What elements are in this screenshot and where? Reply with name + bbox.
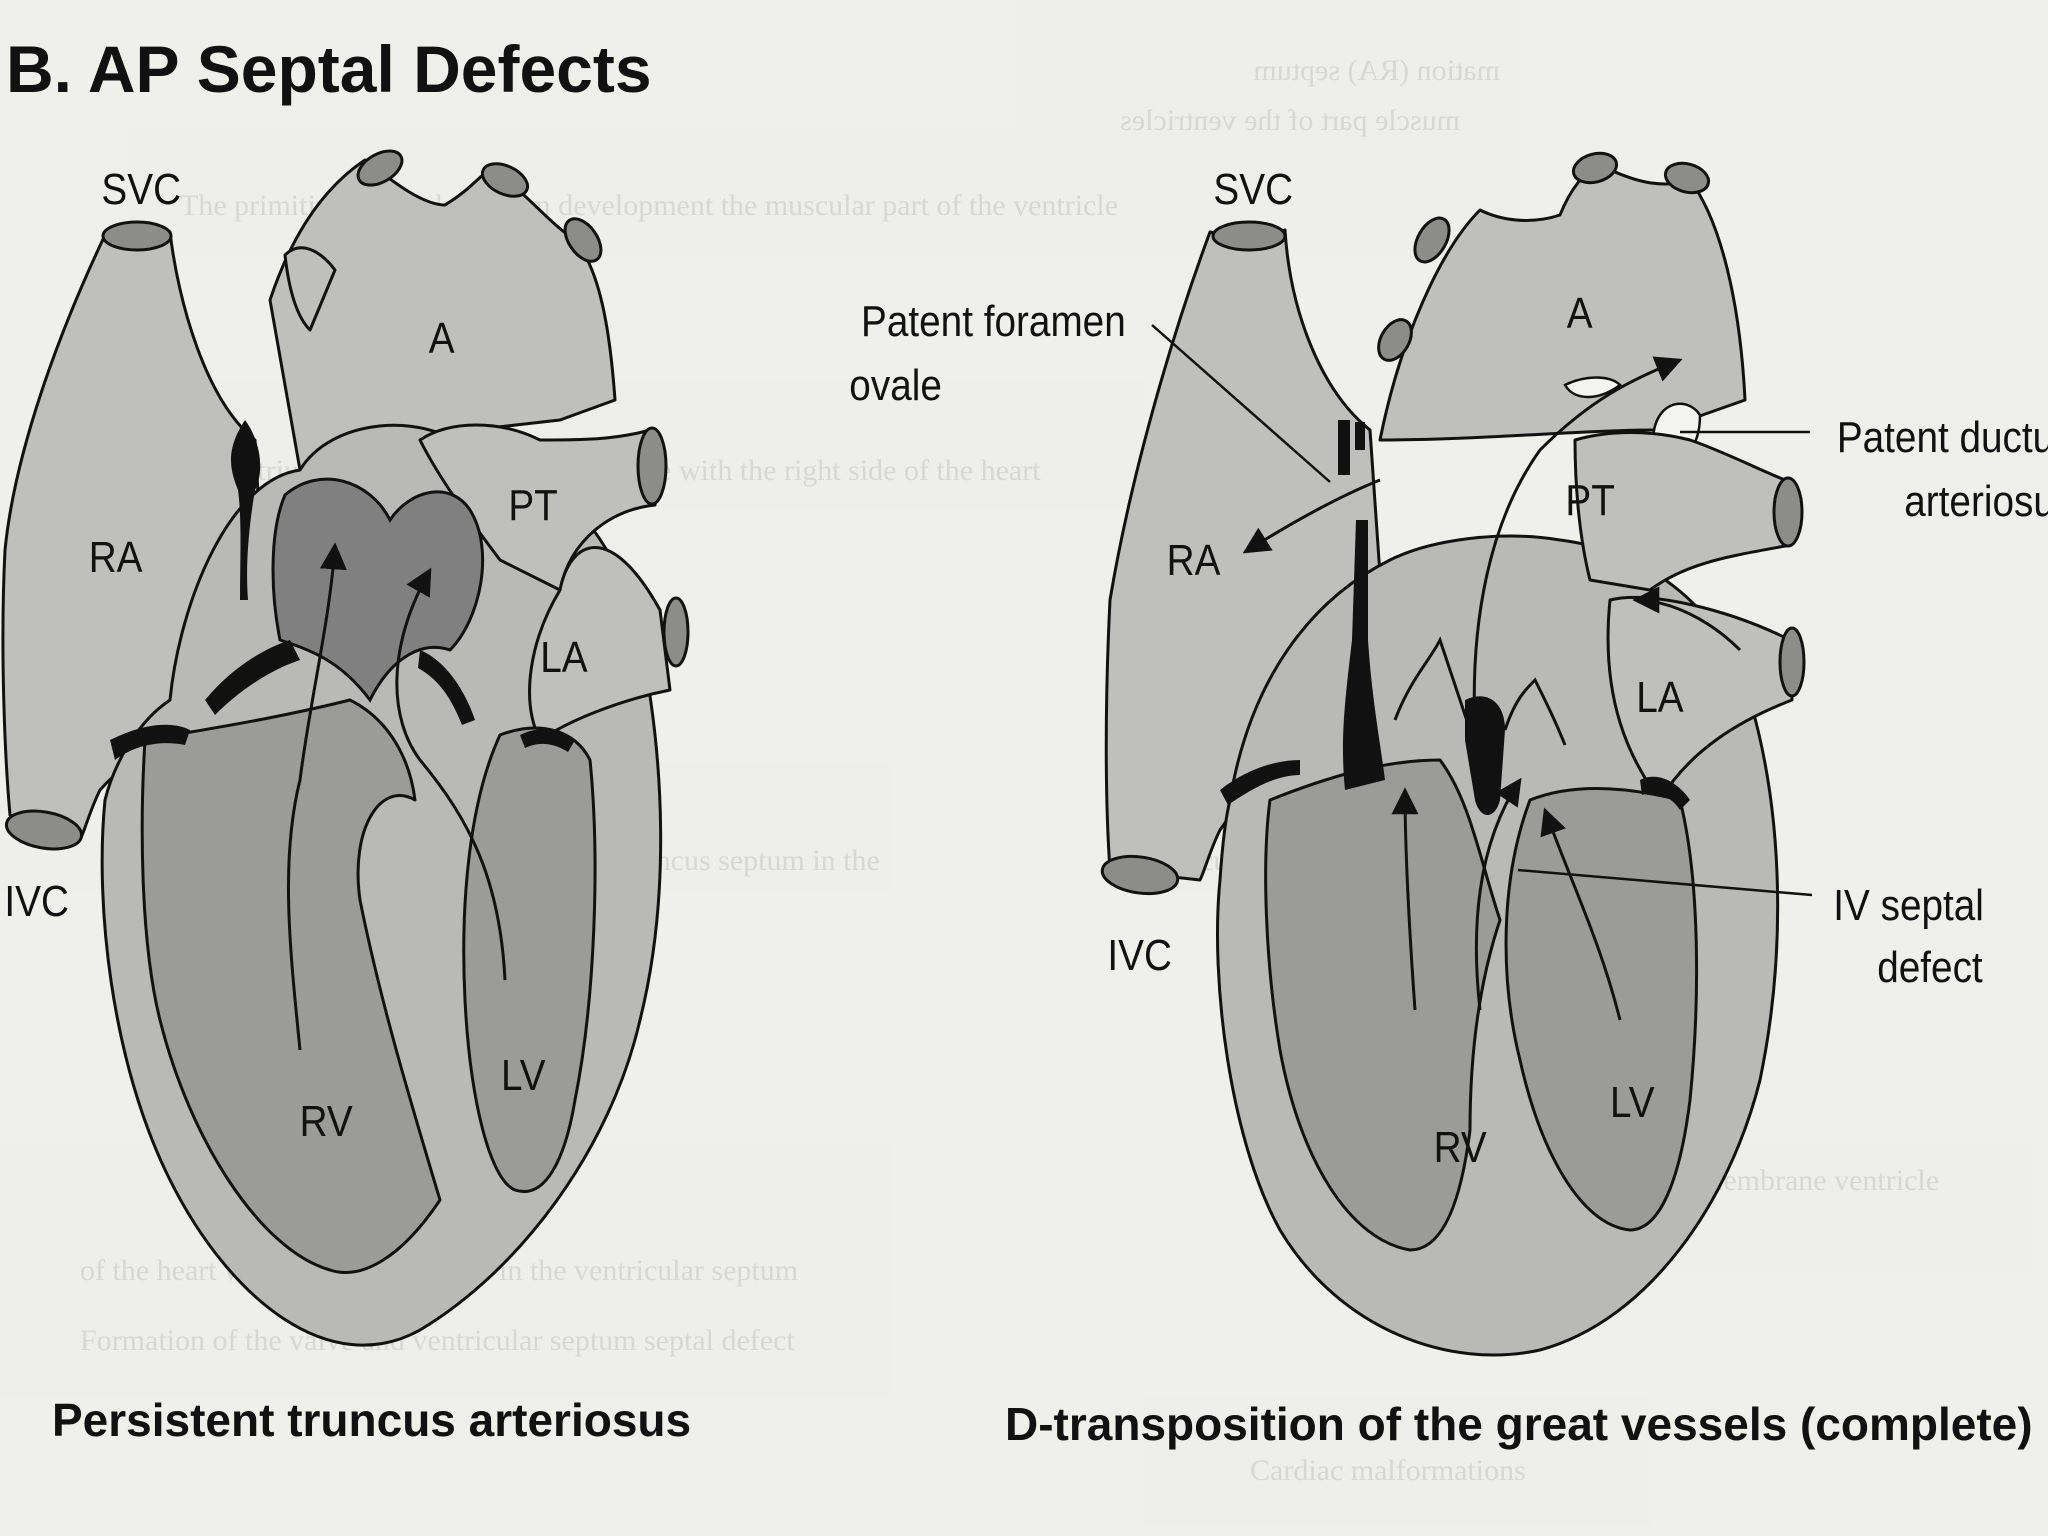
atrial-septum-upper-2 xyxy=(1355,422,1365,450)
ivc-opening xyxy=(4,809,84,851)
label-svc-left: SVC xyxy=(101,164,181,214)
aorta-branch-4 xyxy=(1377,318,1413,362)
annotation-foramen-line2: ovale xyxy=(849,360,942,410)
label-ra-right: RA xyxy=(1167,535,1221,585)
valve-shadow-r2 xyxy=(1640,776,1690,810)
pt-opening xyxy=(636,426,668,506)
leader-foramen xyxy=(1151,324,1331,483)
label-ra-left: RA xyxy=(89,532,143,582)
flow-arrow-ra-2 xyxy=(1242,478,1381,554)
arch-branch-2 xyxy=(480,162,530,198)
annotation-ductus-line2: arteriosu xyxy=(1904,476,2048,526)
caption-right: D-transposition of the great vessels (co… xyxy=(1005,1398,2033,1450)
flow-arrow-aorta-2 xyxy=(1472,356,1683,731)
label-la-right: LA xyxy=(1636,672,1684,722)
valve-shadow-4 xyxy=(520,728,575,752)
valve-leaflet-2 xyxy=(1503,677,1567,746)
label-rv-right: RV xyxy=(1434,1122,1487,1172)
left-atrium xyxy=(528,546,672,742)
valve-shadow-1 xyxy=(205,640,300,715)
flow-arrow-septal-2 xyxy=(1474,777,1522,1011)
label-lv-right: LV xyxy=(1610,1077,1655,1127)
valve-leaflet-1 xyxy=(1393,636,1472,731)
figure-d-transposition: SVC A PT RA LA IVC LV RV Patent foramen … xyxy=(849,151,2048,1450)
flow-arrow-la-2 xyxy=(1632,586,1742,652)
label-lv-left: LV xyxy=(501,1050,546,1100)
label-a-left: A xyxy=(429,313,455,363)
svg-text:Formation of the valve and ven: Formation of the valve and ventricular s… xyxy=(80,1324,795,1357)
septal-wall-accent xyxy=(230,420,261,600)
svc-opening-2 xyxy=(1211,220,1287,252)
label-pt-left: PT xyxy=(508,480,557,530)
svc-opening xyxy=(101,220,173,252)
atrial-septum-upper xyxy=(1338,420,1350,475)
label-ivc-left: IVC xyxy=(4,876,69,926)
ductus-gap xyxy=(1563,376,1622,399)
label-rv-left: RV xyxy=(300,1096,353,1146)
page-title: B. AP Septal Defects xyxy=(6,32,652,106)
aorta-branch-1 xyxy=(1571,151,1619,185)
flow-arrow-lv-2 xyxy=(1540,807,1622,1021)
aorta-branch-3 xyxy=(1413,216,1451,264)
leader-septal xyxy=(1517,868,1813,897)
label-la-left: LA xyxy=(540,632,588,682)
figure-truncus-arteriosus: SVC A PT RA LA IVC LV RV Persistent trun… xyxy=(1,149,691,1446)
valve-shadow-r1 xyxy=(1220,760,1300,805)
svg-text:membrane ventricle: membrane ventricle xyxy=(1700,1164,1939,1197)
svg-text:Cardiac malformations: Cardiac malformations xyxy=(1250,1454,1526,1487)
label-ivc-right: IVC xyxy=(1107,930,1172,980)
flow-arrow-rv xyxy=(286,542,347,1051)
right-ventricle-cavity-2 xyxy=(1264,758,1502,1252)
annotation-ductus-line1: Patent ductu xyxy=(1837,412,2048,462)
valve-shadow-3 xyxy=(110,724,190,760)
left-ventricle-cavity xyxy=(462,726,597,1193)
label-a-right: A xyxy=(1567,288,1593,338)
arch-branch-1 xyxy=(356,149,404,187)
svg-text:mation (RA) septum: mation (RA) septum xyxy=(1253,54,1500,87)
arch-branch-3 xyxy=(563,217,603,263)
label-svc-right: SVC xyxy=(1213,164,1293,214)
ivc-opening-2 xyxy=(1100,854,1180,896)
left-atrium-2 xyxy=(1606,595,1794,802)
label-pt-right: PT xyxy=(1565,475,1614,525)
caption-left: Persistent truncus arteriosus xyxy=(52,1394,691,1446)
right-ventricle-cavity xyxy=(140,698,442,1274)
annotation-septal-line2: defect xyxy=(1877,942,1983,992)
truncal-valve xyxy=(271,477,485,703)
pulmonary-vein-opening xyxy=(662,596,690,668)
annotation-foramen-line1: Patent foramen xyxy=(861,296,1126,346)
svg-text:muscle part of the ventricles: muscle part of the ventricles xyxy=(1120,104,1460,137)
arch-side-vessel xyxy=(283,246,337,332)
flow-arrow-lv xyxy=(395,567,507,981)
valve-shadow-2 xyxy=(418,650,475,725)
annotation-septal-line1: IV septal xyxy=(1833,880,1984,930)
pt-opening-2 xyxy=(1772,476,1804,548)
pulmonary-vein-opening-2 xyxy=(1778,626,1806,698)
flow-arrow-rv-2 xyxy=(1391,787,1419,1011)
atrial-septum-lower xyxy=(1342,520,1385,790)
aorta-branch-2 xyxy=(1663,161,1711,195)
